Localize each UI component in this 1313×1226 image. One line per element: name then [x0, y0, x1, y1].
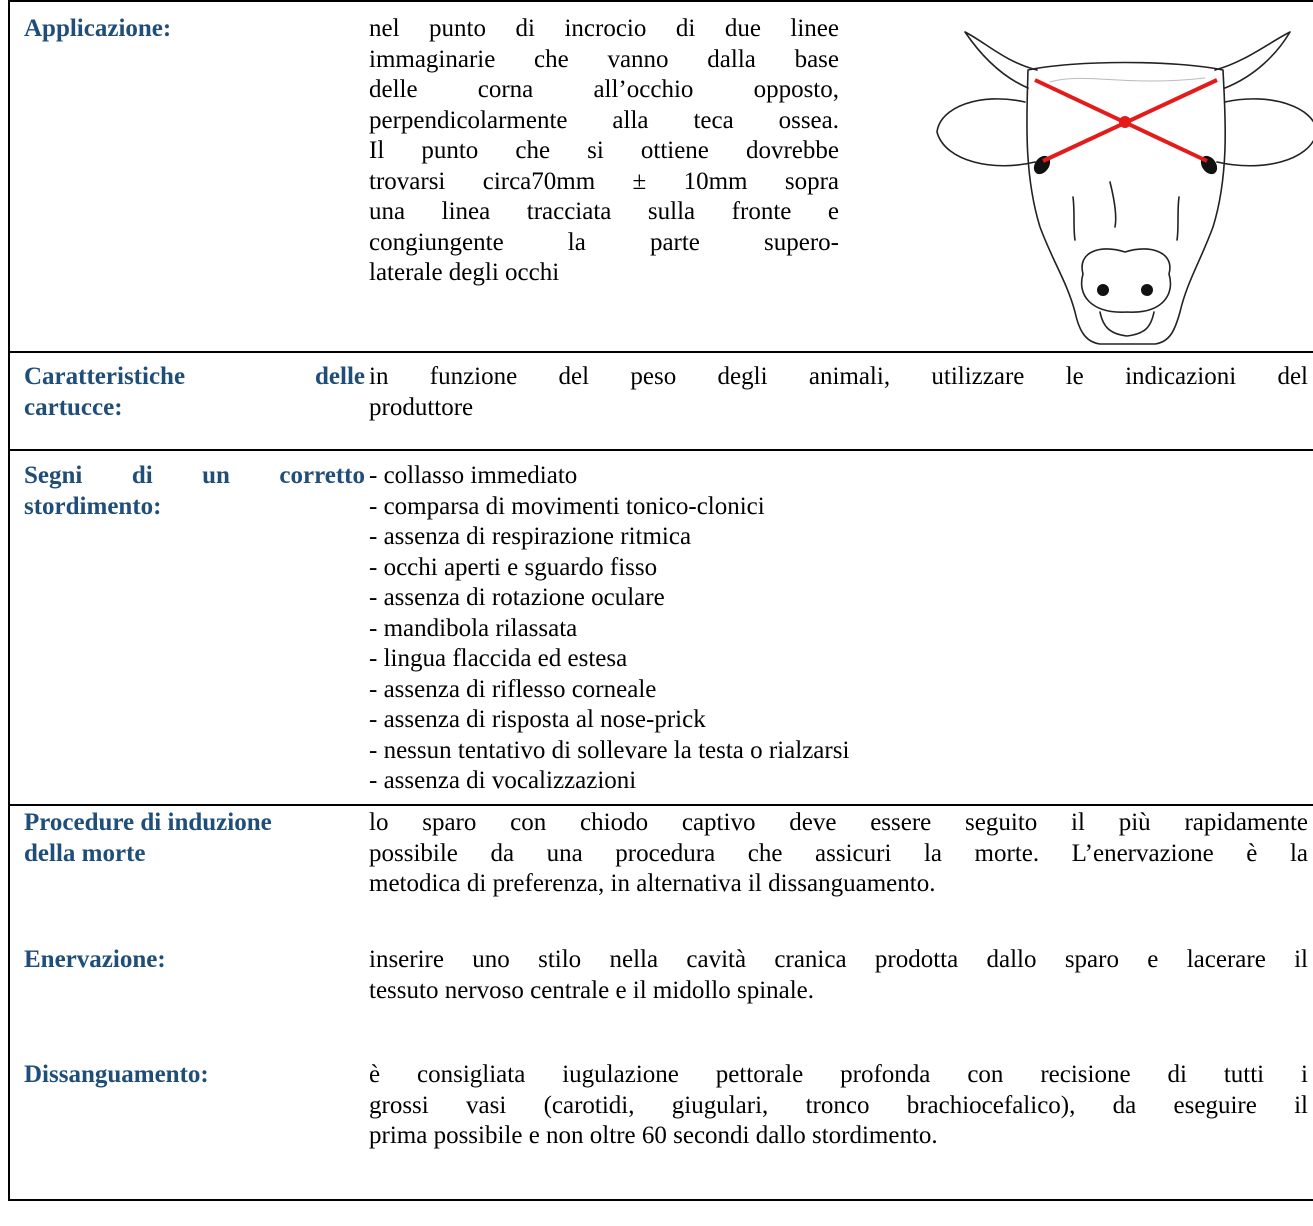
label-line: Dissanguamento:	[24, 1061, 209, 1088]
text-line: delle corna all’occhio opposto,	[369, 76, 839, 103]
table-row: Segni di un corretto stordimento: - coll…	[9, 450, 1313, 805]
head-outline-icon	[1026, 61, 1227, 345]
row-value: è consigliata iugulazione pettorale prof…	[365, 1060, 1313, 1200]
list-item: - assenza di rotazione oculare	[369, 584, 665, 611]
row-value: - collasso immediato - comparsa di movim…	[365, 450, 1313, 805]
row-label: Enervazione:	[9, 945, 365, 1060]
row-label: Dissanguamento:	[9, 1060, 365, 1200]
list-item: - assenza di vocalizzazioni	[369, 767, 637, 794]
text-line: congiungente la parte supero-	[369, 228, 839, 256]
text-line: possibile da una procedura che assicuri …	[369, 839, 1308, 867]
list-item: - assenza di riflesso corneale	[369, 675, 657, 703]
list-item: - occhi aperti e sguardo fisso	[369, 553, 658, 581]
text-line: laterale degli occhi	[369, 259, 560, 286]
label-line: della morte	[24, 839, 146, 867]
table-row: Applicazione: nel punto di incrocio di d…	[9, 1, 1313, 352]
application-text: nel punto di incrocio di due linee immag…	[369, 14, 839, 289]
text-line: nel punto di incrocio di due linee	[369, 15, 839, 42]
row-label: Caratteristiche delle cartucce:	[9, 352, 365, 450]
left-horn-icon	[964, 31, 1038, 89]
list-item: - assenza di respirazione ritmica	[369, 523, 692, 550]
row-label: Segni di un corretto stordimento:	[9, 450, 365, 805]
text-line: immaginarie che vanno dalla base	[369, 45, 839, 73]
text-line: una linea tracciata sulla fronte e	[369, 198, 839, 225]
label-line: Enervazione:	[24, 946, 166, 973]
list-item: - lingua flaccida ed estesa	[369, 645, 628, 672]
label-line: cartucce:	[24, 393, 123, 421]
text-line: produttore	[369, 393, 474, 421]
label-line: Caratteristiche delle	[24, 363, 365, 390]
row-value: nel punto di incrocio di due linee immag…	[365, 1, 1313, 352]
row-label: Applicazione:	[9, 1, 365, 352]
right-ear-icon	[1216, 98, 1313, 167]
row-value: inserire uno stilo nella cavità cranica …	[365, 945, 1313, 1060]
text-line: lo sparo con chiodo captivo deve essere …	[369, 809, 1308, 836]
row-label: Procedure di induzione della morte	[9, 805, 365, 945]
table-row: Caratteristiche delle cartucce: in funzi…	[9, 352, 1313, 450]
label-line: Procedure di induzione	[24, 809, 272, 836]
table-row: Procedure di induzione della morte lo sp…	[9, 805, 1313, 945]
list-item: - mandibola rilassata	[369, 614, 578, 642]
list-item: - collasso immediato	[369, 462, 578, 489]
text-line: metodica di preferenza, in alternativa i…	[369, 870, 936, 897]
list-item: - nessun tentativo di sollevare la testa…	[369, 736, 850, 764]
text-line: perpendicolarmente alla teca ossea.	[369, 106, 839, 134]
text-line: è consigliata iugulazione pettorale prof…	[369, 1061, 1308, 1088]
list-item: - comparsa di movimenti tonico-clonici	[369, 492, 765, 520]
nostril-icon	[1097, 284, 1109, 296]
text-line: inserire uno stilo nella cavità cranica …	[369, 946, 1308, 973]
stun-point-icon	[1119, 116, 1131, 128]
label-line: Applicazione:	[24, 15, 172, 42]
table-row: Enervazione: inserire uno stilo nella ca…	[9, 945, 1313, 1060]
row-value: in funzione del peso degli animali, util…	[365, 352, 1313, 450]
label-line: Segni di un corretto	[24, 462, 365, 489]
list-item: - assenza di risposta al nose-prick	[369, 706, 706, 733]
cow-head-stun-point-diagram	[936, 31, 1313, 345]
row-value: lo sparo con chiodo captivo deve essere …	[365, 805, 1313, 945]
nostril-icon	[1141, 284, 1153, 296]
right-horn-icon	[1214, 31, 1291, 89]
text-line: grossi vasi (carotidi, giugulari, tronco…	[369, 1091, 1308, 1119]
label-line: stordimento:	[24, 492, 162, 520]
stunning-procedure-table: Applicazione: nel punto di incrocio di d…	[8, 0, 1313, 1201]
text-line: in funzione del peso degli animali, util…	[369, 363, 1308, 390]
muzzle-icon	[1080, 248, 1172, 313]
left-ear-icon	[936, 98, 1036, 167]
text-line: Il punto che si ottiene dovrebbe	[369, 137, 839, 164]
table-row: Dissanguamento: è consigliata iugulazion…	[9, 1060, 1313, 1200]
text-line: tessuto nervoso centrale e il midollo sp…	[369, 976, 815, 1004]
text-line: prima possibile e non oltre 60 secondi d…	[369, 1122, 938, 1149]
text-line: trovarsi circa70mm ± 10mm sopra	[369, 167, 839, 195]
